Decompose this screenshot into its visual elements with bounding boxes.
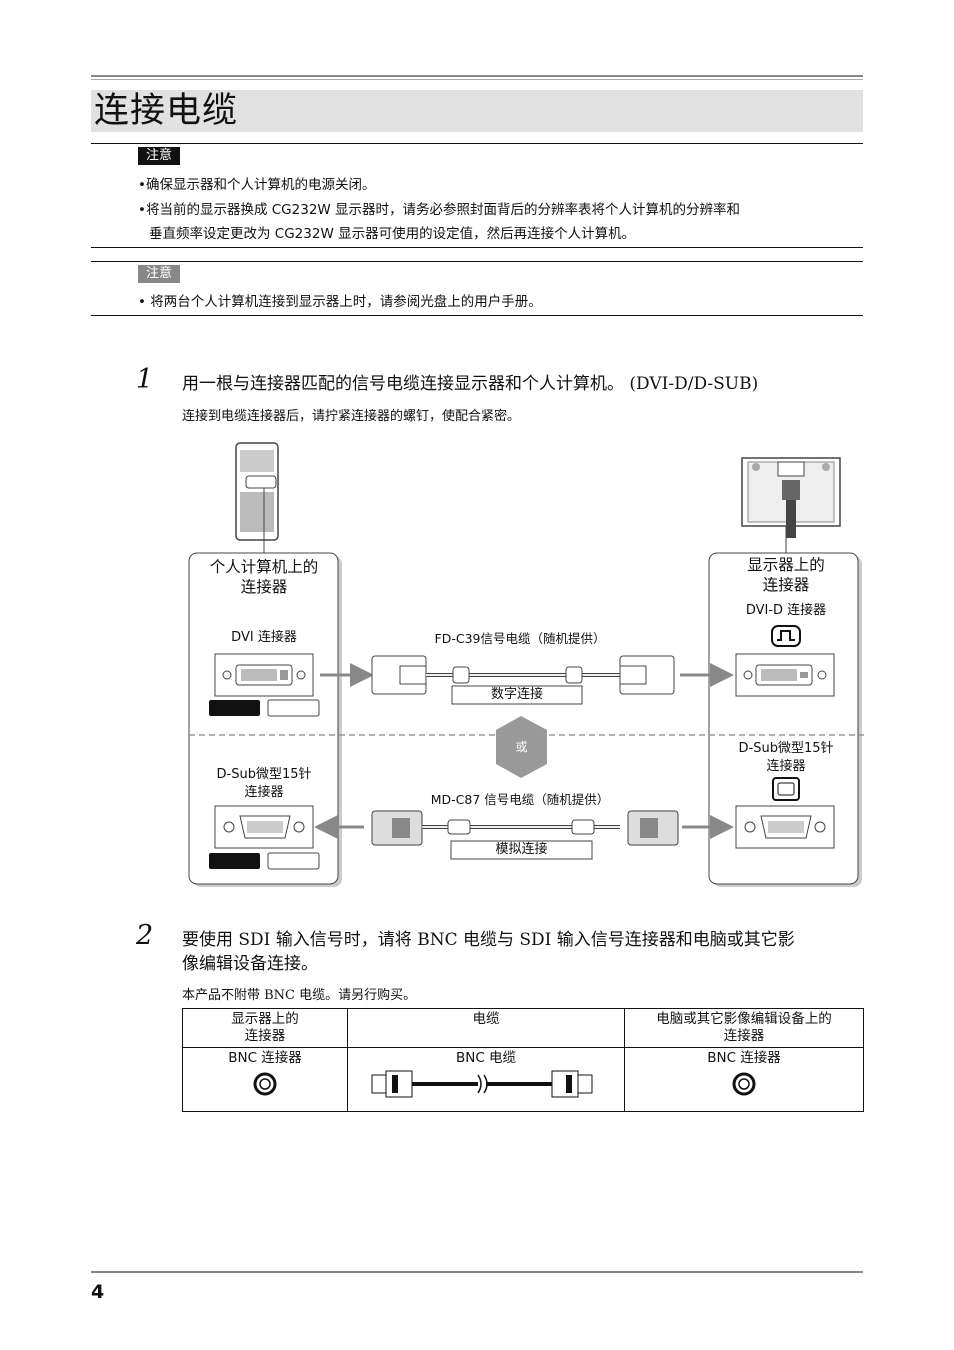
step-2-text-2: 像编辑设备连接。: [182, 954, 318, 974]
dsub-cable-label: MD-C87 信号电缆（随机提供）: [430, 792, 610, 807]
header-line-1: 电脑或其它影像编辑设备上的: [656, 1011, 832, 1027]
table-row: BNC 连接器 BNC 电缆 BNC 连接器: [182, 1047, 864, 1112]
dvi-digital-symbol-icon: [771, 625, 801, 647]
monitor-dvi-label: DVI-D 连接器: [745, 603, 827, 618]
caution-bottom-rule: [91, 247, 863, 248]
bnc-connection-table: 显示器上的 连接器 电缆 电脑或其它影像编辑设备上的 连接器 BNC 连接器 B…: [182, 1008, 864, 1112]
monitor-dsub-label-1: D-Sub微型15针: [738, 741, 834, 756]
pc-dsub-label-1: D-Sub微型15针: [216, 767, 312, 782]
table-cell: BNC 连接器: [624, 1047, 864, 1112]
step-1-text: 用一根与连接器匹配的信号电缆连接显示器和个人计算机。 (DVI-D/D-SUB): [182, 374, 759, 394]
header-line-1: 显示器上的: [231, 1011, 299, 1027]
step-2-number: 2: [136, 920, 154, 951]
step-2-text-1: 要使用 SDI 输入信号时，请将 BNC 电缆与 SDI 输入信号连接器和电脑或…: [182, 930, 795, 950]
caution-top-rule: [91, 143, 863, 144]
page-number: 4: [91, 1281, 105, 1303]
caution-badge: 注意: [138, 147, 180, 165]
step-1-subtext: 连接到电缆连接器后，请拧紧连接器的螺钉，使配合紧密。: [182, 409, 521, 424]
note-top-rule: [91, 261, 863, 262]
monitor-dvi-port-icon: [735, 653, 835, 697]
monitor-back-icon: [741, 457, 841, 553]
caution-item-2: •将当前的显示器换成 CG232W 显示器时，请务必参照封面背后的分辨率表将个人…: [138, 202, 741, 218]
dsub-cable-icon: [314, 810, 734, 846]
footer-rule: [91, 1271, 863, 1273]
bnc-port-icon: [253, 1072, 277, 1096]
monitor-box-title-2: 连接器: [762, 576, 810, 594]
pc-color-tab-white: [267, 699, 320, 717]
pc-box-title-1: 个人计算机上的: [209, 558, 319, 576]
top-rule: [91, 75, 863, 77]
header-line-1: 电缆: [472, 1011, 500, 1027]
pc-dsub-port-icon: [214, 805, 314, 849]
pc-dvi-label: DVI 连接器: [231, 630, 297, 645]
digital-connection-label: 数字连接: [490, 687, 543, 702]
analog-connection-label: 模拟连接: [495, 842, 548, 857]
or-hexagon: [496, 716, 547, 778]
note-item-1: • 将两台个人计算机连接到显示器上时，请参阅光盘上的用户手册。: [138, 294, 542, 310]
pc-dsub-label-2: 连接器: [244, 785, 284, 800]
top-rule-thin: [91, 79, 863, 80]
monitor-connector-box: [708, 552, 862, 887]
pc-color-tab-white-2: [267, 852, 320, 870]
bnc-port-icon: [732, 1072, 756, 1096]
caution-item-3: 垂直频率设定更改为 CG232W 显示器可使用的设定值，然后再连接个人计算机。: [149, 226, 636, 242]
step-1-number: 1: [136, 364, 154, 395]
dvi-cable-label: FD-C39信号电缆（随机提供）: [434, 631, 606, 646]
header-line-2: 连接器: [244, 1028, 286, 1044]
pc-box-title-2: 连接器: [240, 578, 288, 596]
table-header-cell: 显示器上的 连接器: [182, 1008, 348, 1048]
page-title: 连接电缆: [94, 91, 239, 131]
bnc-cable-label: BNC 电缆: [455, 1050, 517, 1066]
table-header-row: 显示器上的 连接器 电缆 电脑或其它影像编辑设备上的 连接器: [182, 1008, 864, 1048]
or-label: 或: [515, 740, 528, 754]
pc-dvi-port-icon: [214, 653, 314, 697]
table-cell: BNC 连接器: [182, 1047, 348, 1112]
caution-item-1: •确保显示器和个人计算机的电源关闭。: [138, 177, 376, 193]
bnc-connector-label: BNC 连接器: [228, 1050, 302, 1066]
bnc-connector-label: BNC 连接器: [707, 1050, 781, 1066]
dvi-cable-icon: [320, 655, 734, 695]
pc-color-tab-black-2: [209, 853, 260, 869]
pc-tower-icon: [235, 442, 279, 553]
digital-connection-label-box: [451, 685, 583, 705]
table-cell: BNC 电缆: [347, 1047, 625, 1112]
pc-connector-box: [188, 552, 342, 887]
bnc-cable-icon: [371, 1070, 593, 1098]
connection-diagram: [188, 442, 864, 887]
analog-connection-label-box: [450, 840, 593, 860]
title-band: [91, 90, 863, 132]
note-bottom-rule: [91, 315, 863, 316]
table-header-cell: 电缆: [347, 1008, 625, 1048]
step-2-subtext: 本产品不附带 BNC 电缆。请另行购买。: [182, 988, 417, 1003]
monitor-dsub-port-icon: [735, 805, 835, 849]
header-line-2: 连接器: [723, 1028, 765, 1044]
monitor-box-title-1: 显示器上的: [747, 556, 825, 574]
table-header-cell: 电脑或其它影像编辑设备上的 连接器: [624, 1008, 864, 1048]
pc-color-tab-black: [209, 700, 260, 716]
note-badge: 注意: [138, 265, 180, 283]
dsub-analog-symbol-icon: [772, 777, 800, 801]
monitor-dsub-label-2: 连接器: [766, 759, 806, 774]
